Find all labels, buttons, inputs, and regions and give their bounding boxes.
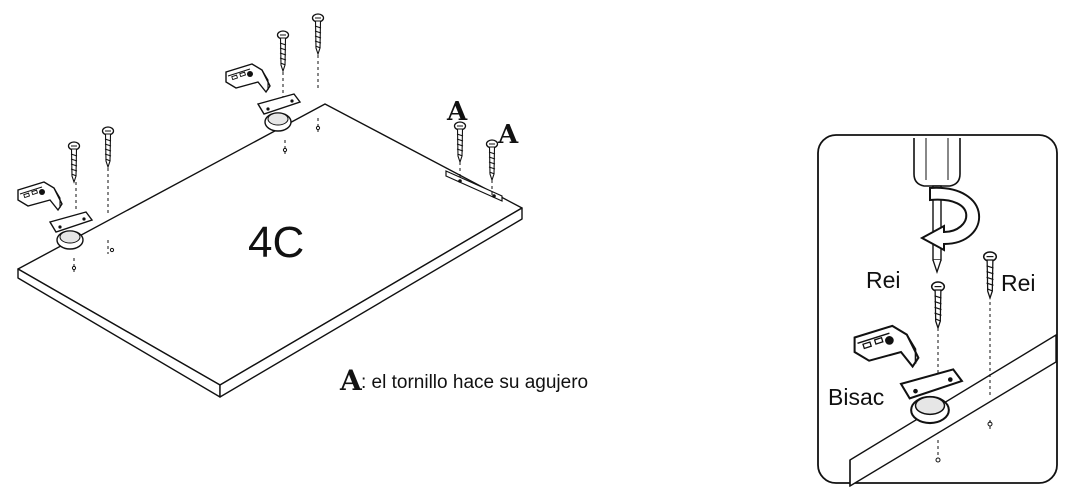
hinge-top [225, 55, 321, 154]
marker-a-right: A [497, 120, 519, 150]
inset-label-screw-left: Rei [866, 267, 901, 293]
legend-letter: A [339, 364, 363, 397]
screw-icon [311, 13, 325, 55]
cabinet-panel [17, 103, 523, 398]
marker-a-left: A [446, 97, 468, 127]
screw-icon [276, 30, 290, 72]
inset-label-hinge: Bisac [828, 384, 884, 410]
edge-mounting-plate [445, 170, 503, 202]
inset-label-screw-right: Rei [1001, 270, 1036, 296]
panel-label: 4C [248, 218, 304, 267]
hinge-left [17, 168, 115, 272]
screw-icon [453, 121, 467, 163]
screw-icon [485, 139, 499, 181]
screwdriver-icon [913, 138, 961, 275]
screw-icon [67, 141, 81, 183]
legend-text: : el tornillo hace su agujero [361, 372, 588, 393]
screw-icon [101, 126, 115, 168]
inset-panel-edge [849, 333, 1057, 487]
rotation-arrow-icon [919, 186, 980, 252]
